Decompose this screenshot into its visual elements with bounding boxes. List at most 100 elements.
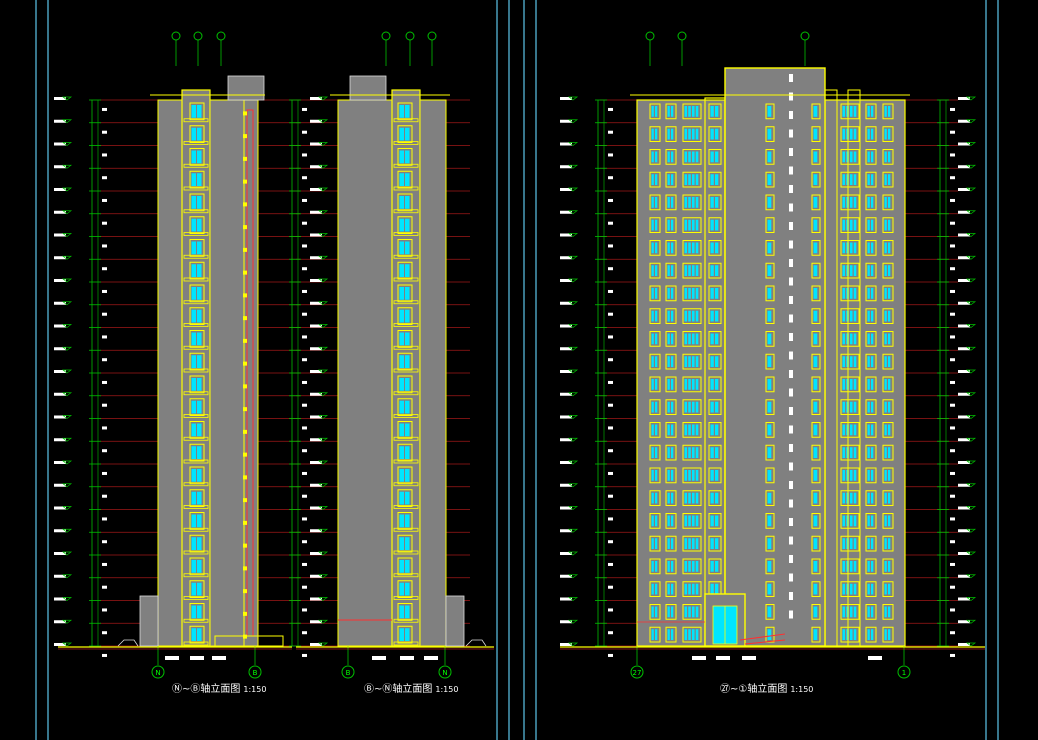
level-elevation-text-mark — [560, 597, 572, 601]
window-frame — [865, 376, 877, 393]
level-elevation-text-mark — [310, 347, 322, 351]
window-frame — [840, 308, 860, 324]
window-glass — [842, 310, 846, 322]
window-glass — [715, 356, 719, 367]
level-symbol — [61, 642, 73, 647]
window-glass — [688, 242, 691, 254]
level-elevation-text-mark — [958, 370, 970, 373]
window-glass — [684, 242, 688, 254]
dimension-text-mark — [950, 312, 955, 316]
window-frame — [765, 262, 775, 279]
window-frame — [397, 125, 413, 143]
window-frame — [708, 490, 722, 506]
window-frame — [865, 444, 877, 461]
window-glass — [710, 197, 714, 208]
axis-label: N — [155, 669, 160, 677]
window-glass — [655, 470, 658, 481]
level-elevation-text-mark — [560, 506, 572, 510]
window-glass — [767, 629, 772, 640]
window-glass — [842, 401, 846, 413]
window-glass — [692, 470, 695, 481]
window-glass — [688, 424, 691, 436]
window-glass — [813, 310, 818, 322]
level-symbol — [317, 597, 329, 601]
window-glass — [692, 219, 695, 231]
window-glass — [197, 332, 202, 346]
dimension-text-mark — [608, 335, 613, 339]
window-glass — [813, 356, 818, 367]
facade-wall — [209, 99, 245, 647]
window-glass — [405, 127, 410, 141]
window-frame — [840, 535, 860, 552]
axis-bubble-n-left: N — [151, 665, 165, 679]
window-glass — [671, 265, 674, 276]
level-symbol — [965, 142, 977, 146]
window-frame — [840, 171, 860, 188]
window-glass — [695, 356, 699, 367]
level-symbol — [567, 187, 579, 192]
window-glass — [651, 151, 654, 163]
window-glass — [655, 310, 658, 322]
window-glass — [853, 629, 857, 640]
dimension-text-mark — [302, 130, 307, 134]
window-glass — [767, 333, 772, 345]
level-symbol — [317, 278, 329, 283]
level-symbol — [965, 187, 977, 192]
axis-label: B — [346, 669, 351, 677]
bracket-mark — [243, 634, 247, 639]
window-frame — [189, 512, 205, 530]
dimension-text-mark — [950, 494, 955, 498]
bracket-mark — [243, 111, 247, 116]
window-frame — [865, 467, 877, 484]
balcony-rail — [183, 368, 209, 373]
window-glass — [671, 288, 674, 299]
window-glass — [695, 242, 699, 254]
window-glass — [399, 287, 404, 300]
window-glass — [853, 106, 857, 117]
window-glass — [667, 288, 670, 299]
window-glass — [655, 492, 658, 504]
window-glass — [813, 242, 818, 254]
stair-light-slot — [789, 92, 793, 101]
window-frame — [397, 466, 413, 485]
elevation-n-to-b — [54, 31, 300, 665]
balcony-rail — [183, 323, 209, 327]
window-glass — [850, 106, 853, 117]
window-glass — [692, 128, 695, 140]
caption-text: ㉗~①轴立面图 — [720, 684, 788, 695]
window-glass — [684, 401, 688, 413]
level-symbol — [965, 574, 977, 579]
level-symbol — [317, 255, 329, 260]
window-frame — [708, 126, 722, 142]
window-glass — [651, 288, 654, 299]
level-symbol — [965, 164, 977, 169]
stair-light-slot — [789, 148, 793, 156]
window-glass — [853, 288, 857, 299]
window-glass — [867, 128, 870, 140]
window-glass — [715, 492, 719, 504]
window-glass — [684, 310, 688, 322]
window-glass — [884, 492, 887, 504]
window-glass — [191, 378, 196, 391]
window-frame — [865, 422, 877, 438]
window-glass — [667, 356, 670, 367]
window-glass — [399, 105, 404, 118]
level-symbol — [317, 346, 329, 351]
window-glass — [692, 447, 695, 458]
window-glass — [399, 355, 404, 368]
window-glass — [692, 424, 695, 436]
window-glass — [813, 583, 818, 595]
window-frame — [882, 217, 894, 233]
window-glass — [710, 515, 714, 527]
dimension-text-mark — [102, 449, 107, 453]
level-elevation-text-mark — [560, 210, 572, 214]
dimension-text-mark — [950, 403, 955, 407]
balcony-rail — [183, 618, 209, 623]
window-frame — [882, 581, 894, 597]
window-glass — [399, 173, 404, 186]
window-glass — [671, 538, 674, 549]
window-glass — [813, 219, 818, 231]
window-glass — [884, 197, 887, 208]
window-glass — [888, 583, 891, 595]
dimension-text-mark — [608, 449, 613, 453]
